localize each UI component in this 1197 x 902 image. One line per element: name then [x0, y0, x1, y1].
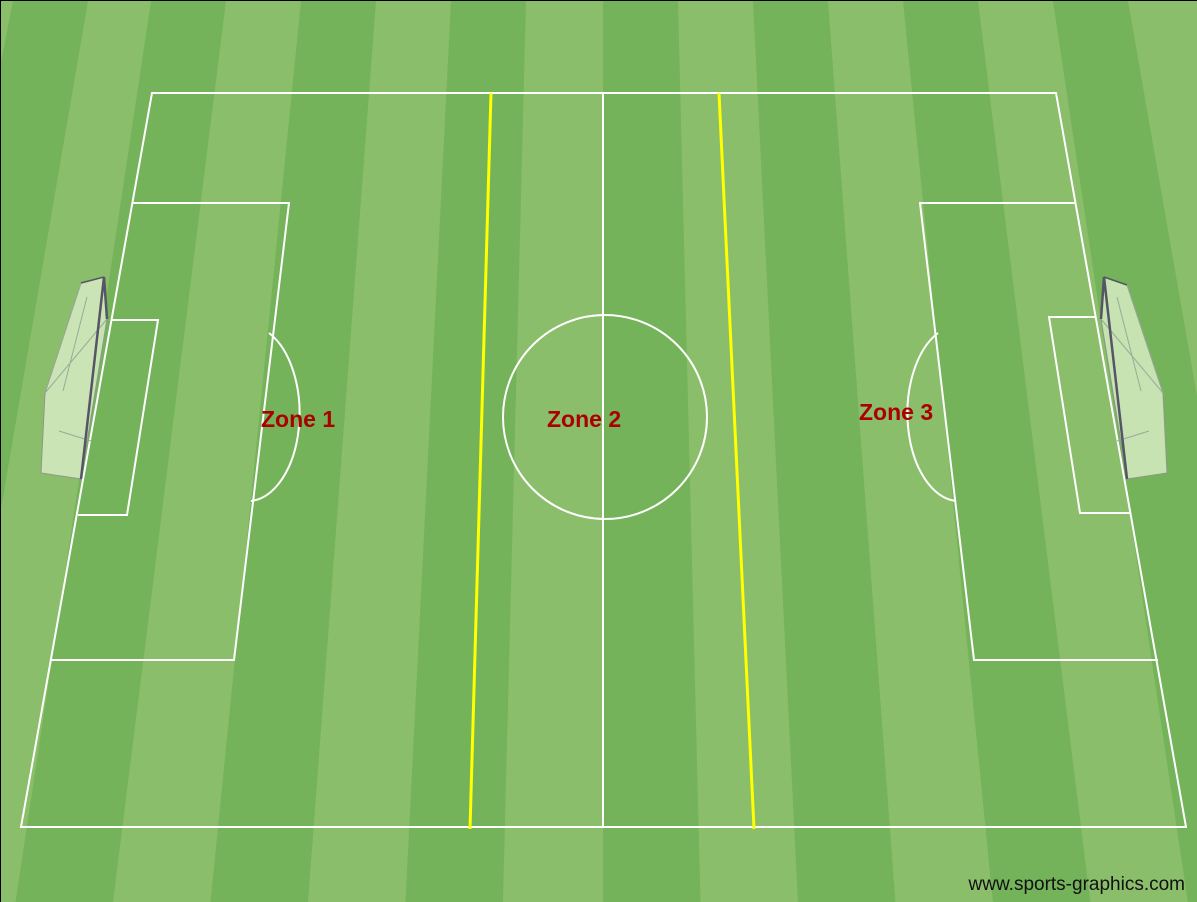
zone-1-label: Zone 1	[261, 408, 335, 431]
watermark-text: www.sports-graphics.com	[969, 874, 1185, 896]
zone-3-label: Zone 3	[859, 401, 933, 424]
zone-2-label: Zone 2	[547, 408, 621, 431]
